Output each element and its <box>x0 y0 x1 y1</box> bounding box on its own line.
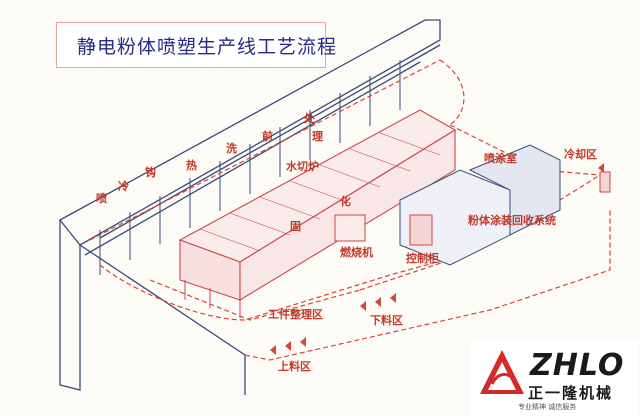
zhlo-logo-icon <box>480 350 524 394</box>
company-logo: ZHLO 正一隆机械 专业精神 诚信服务 <box>470 340 638 416</box>
label-zone-5: 热 <box>186 159 197 172</box>
label-zone-7: 化 <box>340 195 351 208</box>
conveyor-posts <box>99 60 401 275</box>
spray-booth <box>399 144 561 266</box>
diagram-title-box: 静电粉体喷塑生产线工艺流程 <box>56 22 336 68</box>
flow-arrows <box>270 163 604 355</box>
burner-unit <box>334 214 366 242</box>
label-load: 上料区 <box>278 360 311 373</box>
label-zone-1: 喷 <box>96 192 107 205</box>
label-zone-8: 洗 <box>226 142 237 155</box>
logo-slogan: 专业精神 诚信服务 <box>518 403 577 411</box>
label-spray-room: 喷涂室 <box>484 152 517 165</box>
label-work-area: 工件整理区 <box>268 308 323 321</box>
label-cooling: 冷却区 <box>564 148 597 161</box>
logo-cn-name: 正一隆机械 <box>528 384 614 402</box>
label-unload: 下料区 <box>370 314 403 327</box>
label-recovery: 粉体涂装回收系统 <box>468 214 556 227</box>
label-zone-11: 理 <box>312 130 323 143</box>
hanger-column <box>599 171 611 193</box>
logo-brand: ZHLO <box>530 348 625 383</box>
label-zone-9: 前 <box>262 130 273 143</box>
diagram-title: 静电粉体喷塑生产线工艺流程 <box>77 35 338 58</box>
label-water-oven: 水切炉 <box>286 160 319 173</box>
label-control: 控制柜 <box>406 252 439 265</box>
oven-legs <box>184 280 241 318</box>
label-zone-3: 钩 <box>145 166 156 179</box>
oven-grid <box>199 132 441 252</box>
label-zone-10: 处 <box>304 112 315 125</box>
label-zone-2: 冷 <box>118 180 129 193</box>
label-burner: 燃烧机 <box>340 246 373 259</box>
label-zone-6: 固 <box>290 220 301 233</box>
